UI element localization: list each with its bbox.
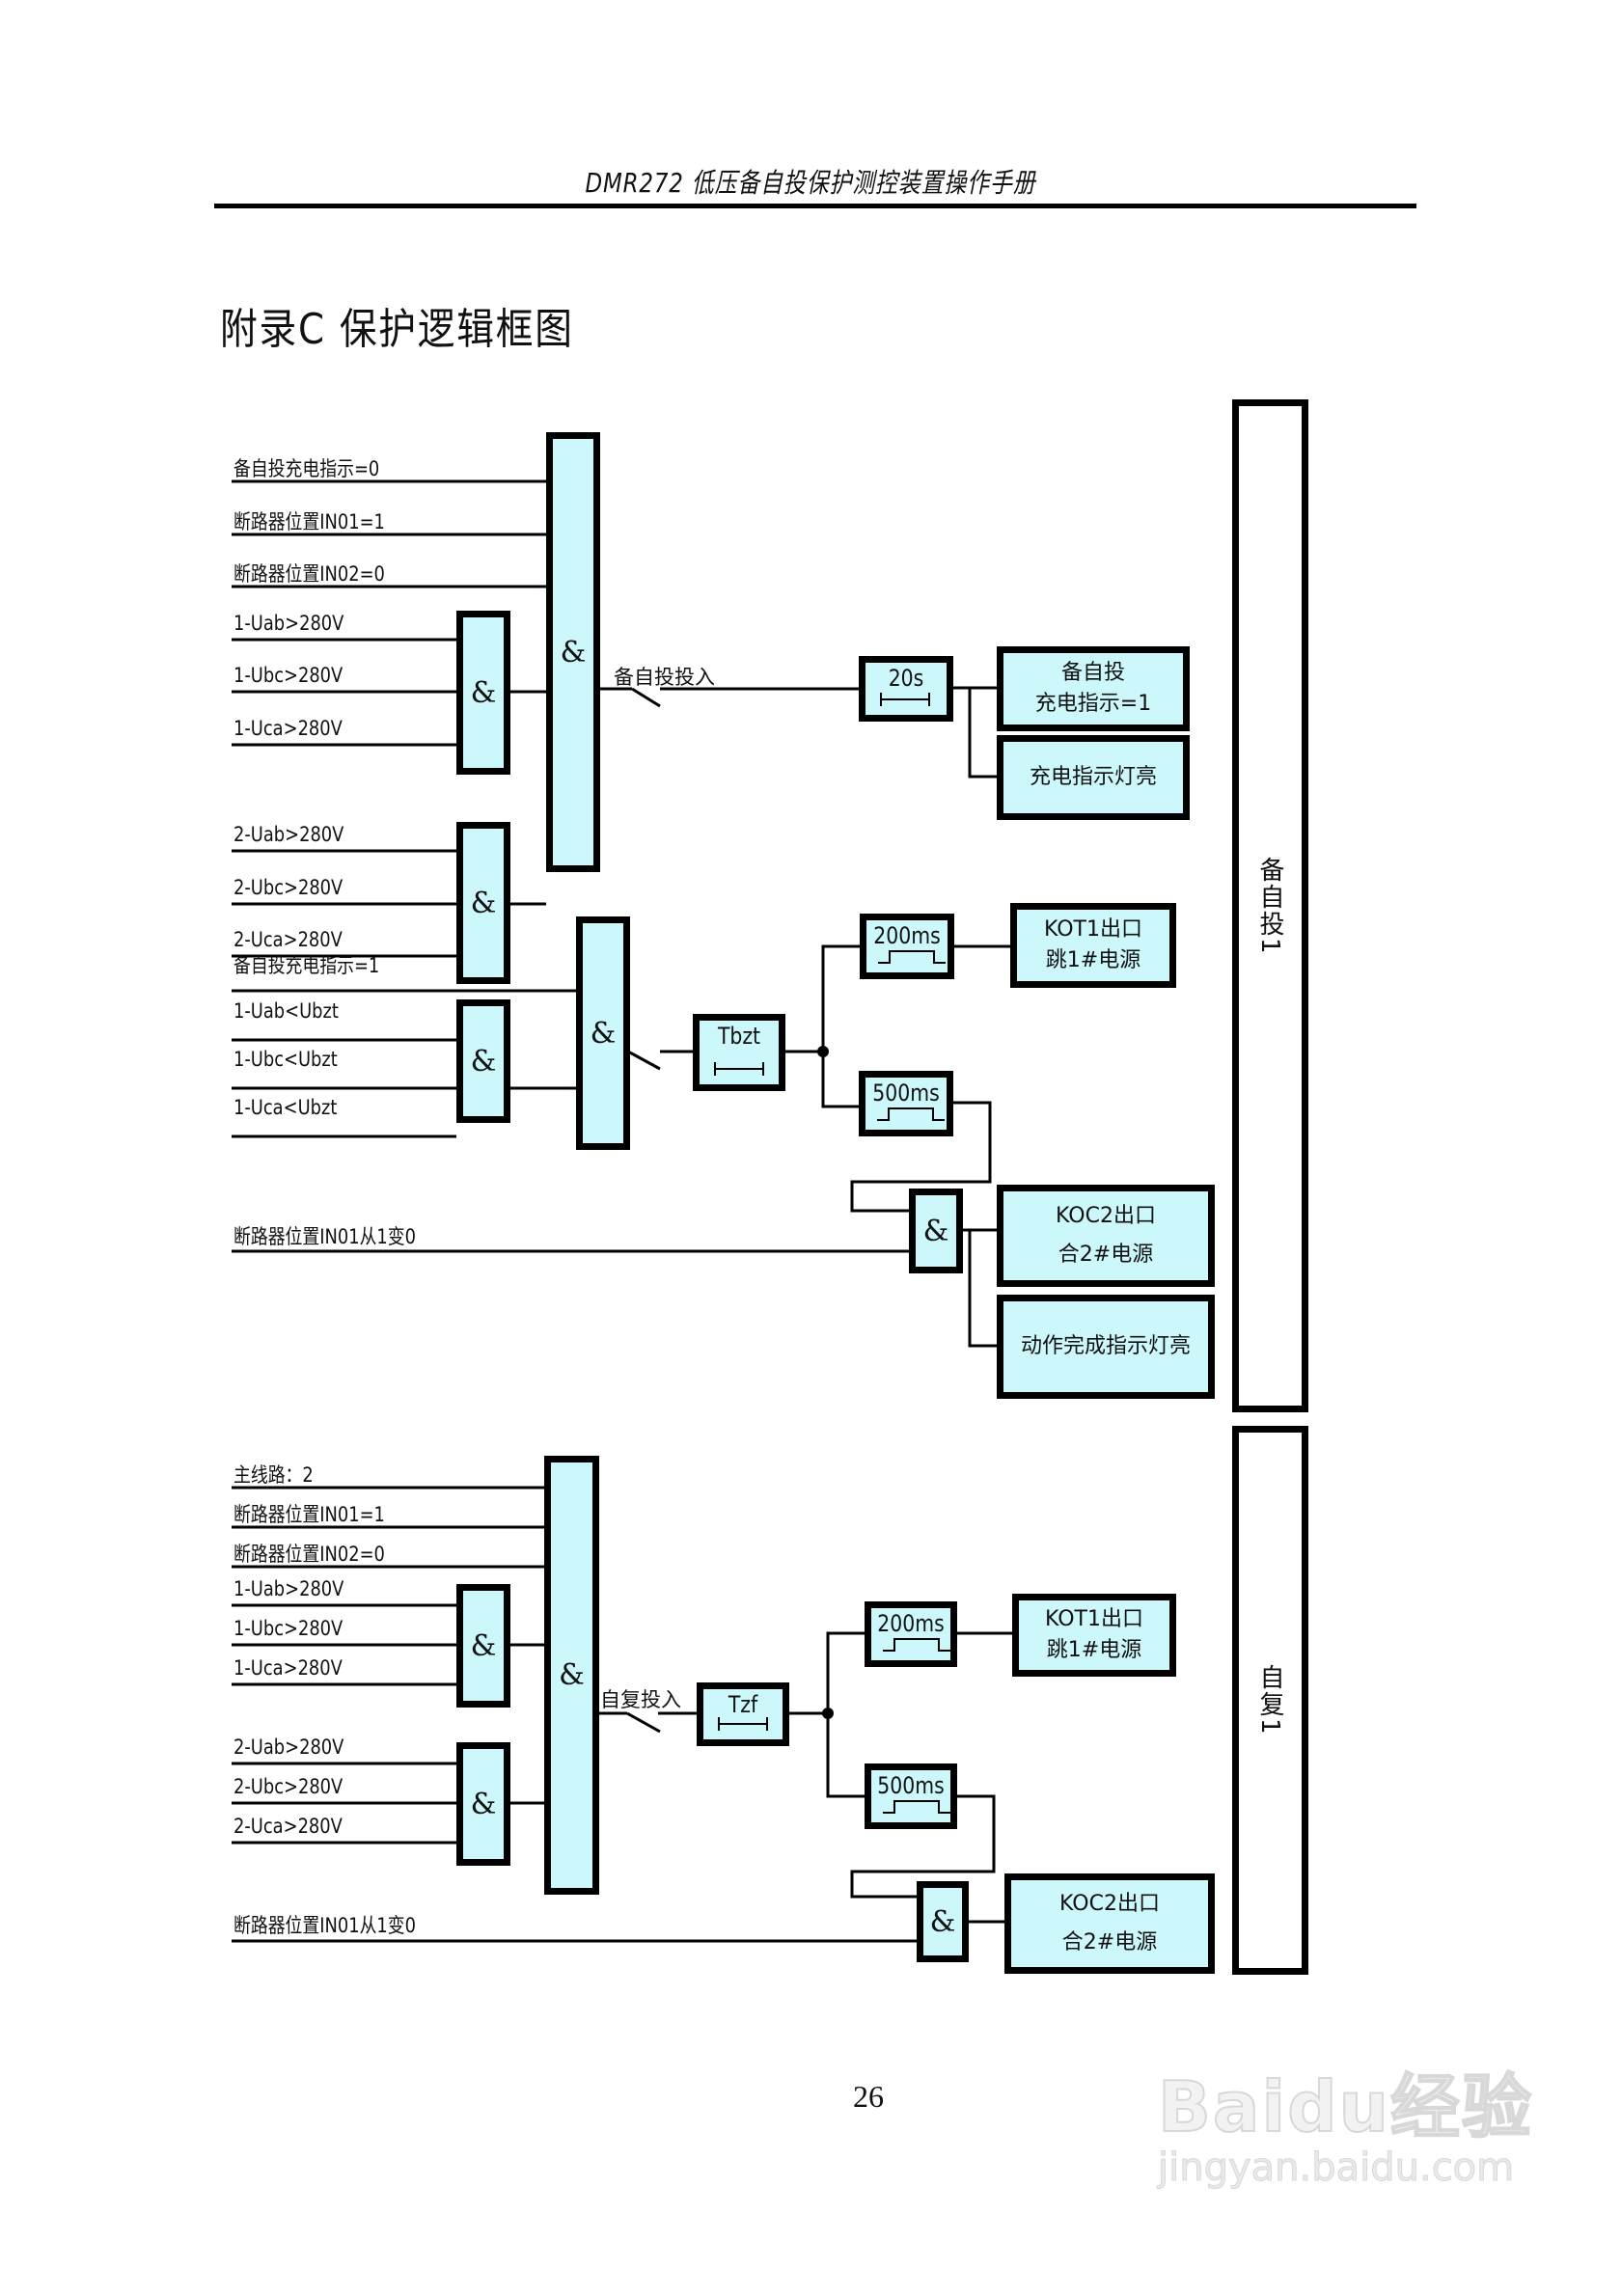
pulse-timer: 500ms — [859, 1071, 953, 1136]
output-block: KOT1出口 跳1#电源 — [1010, 903, 1176, 988]
input-label: 1-Ubc<Ubzt — [234, 1048, 338, 1071]
switch-label: 自复投入 — [600, 1688, 681, 1711]
switch-blade — [626, 1711, 661, 1734]
input-label: 1-Ubc>280V — [234, 1617, 343, 1640]
input-label: 2-Ubc>280V — [234, 876, 343, 899]
delay-timer: 20s — [859, 656, 953, 722]
input-label: 备自投充电指示=1 — [234, 954, 380, 977]
and-gate: & — [456, 1584, 510, 1708]
and-gate-main: & — [544, 1456, 599, 1895]
watermark-url: jingyan.baidu.com — [1158, 2146, 1515, 2191]
junction-dot — [817, 1046, 829, 1057]
junction-dot — [822, 1708, 834, 1719]
input-label: 断路器位置IN02=0 — [234, 562, 385, 586]
wire — [821, 944, 860, 1108]
and-gate: & — [909, 1189, 963, 1273]
output-block: 动作完成指示灯亮 — [997, 1295, 1215, 1399]
section-label-bzt1: 备自投1 — [1232, 399, 1308, 1412]
input-label: 断路器位置IN01=1 — [234, 1503, 385, 1526]
input-label: 断路器位置IN01从1变0 — [234, 1225, 417, 1248]
pulse-timer: 200ms — [865, 1601, 957, 1667]
input-label: 2-Uab>280V — [234, 1736, 344, 1759]
delay-icon — [714, 1062, 764, 1076]
input-label: 1-Uab>280V — [234, 612, 344, 635]
input-label: 1-Uab>280V — [234, 1577, 344, 1600]
and-gate-main: & — [576, 916, 630, 1150]
wire — [850, 1794, 996, 1899]
output-block: KOT1出口 跳1#电源 — [1012, 1594, 1176, 1677]
pulse-timer: 200ms — [860, 914, 954, 979]
header-rule — [214, 204, 1416, 208]
page-number: 26 — [853, 2079, 884, 2114]
input-label: 2-Uab>280V — [234, 823, 344, 846]
section-label-zf1: 自复1 — [1232, 1426, 1308, 1975]
output-block: 备自投 充电指示=1 — [997, 646, 1190, 731]
and-gate: & — [456, 1742, 510, 1866]
watermark-brand: Baidu经验 — [1157, 2065, 1533, 2148]
and-gate: & — [456, 611, 510, 775]
pulse-icon — [883, 1800, 950, 1814]
and-gate-main: & — [546, 432, 600, 872]
input-label: 2-Ubc>280V — [234, 1775, 343, 1798]
switch-label: 备自投投入 — [614, 666, 715, 689]
delay-timer: Tzf — [697, 1682, 789, 1746]
output-block: KOC2出口 合2#电源 — [1004, 1873, 1215, 1974]
input-label: 断路器位置IN01从1变0 — [234, 1914, 417, 1937]
input-label: 1-Ubc>280V — [234, 664, 343, 687]
output-block: 充电指示灯亮 — [997, 735, 1190, 820]
delay-icon — [880, 693, 930, 706]
output-block: KOC2出口 合2#电源 — [997, 1185, 1215, 1287]
pulse-icon — [878, 950, 946, 964]
pulse-icon — [877, 1107, 945, 1121]
delay-icon — [718, 1717, 768, 1731]
input-label: 备自投充电指示=0 — [234, 457, 380, 480]
document-header: DMR272 低压备自投保护测控装置操作手册 — [585, 167, 1036, 199]
input-label: 断路器位置IN01=1 — [234, 510, 385, 533]
wire — [968, 1230, 997, 1348]
page-title: 附录C 保护逻辑框图 — [220, 305, 574, 354]
switch-blade — [627, 1050, 661, 1071]
switch-blade — [631, 687, 661, 708]
input-label: 断路器位置IN02=0 — [234, 1543, 385, 1566]
input-label: 2-Uca>280V — [234, 1815, 343, 1838]
pulse-timer: 500ms — [865, 1763, 957, 1829]
input-label: 1-Uca>280V — [234, 717, 343, 740]
and-gate: & — [456, 999, 510, 1123]
watermark: Baidu经验 jingyan.baidu.com — [1157, 2050, 1544, 2243]
input-label: 1-Uca>280V — [234, 1656, 343, 1680]
input-label: 主线路：2 — [234, 1463, 314, 1487]
wire — [968, 688, 997, 779]
wire — [850, 1101, 992, 1213]
input-label: 1-Uca<Ubzt — [234, 1096, 338, 1119]
input-label: 2-Uca>280V — [234, 928, 343, 951]
delay-timer: Tbzt — [693, 1014, 785, 1091]
pulse-icon — [883, 1638, 950, 1652]
input-label: 1-Uab<Ubzt — [234, 999, 339, 1023]
and-gate: & — [917, 1881, 969, 1962]
and-gate: & — [456, 822, 510, 984]
